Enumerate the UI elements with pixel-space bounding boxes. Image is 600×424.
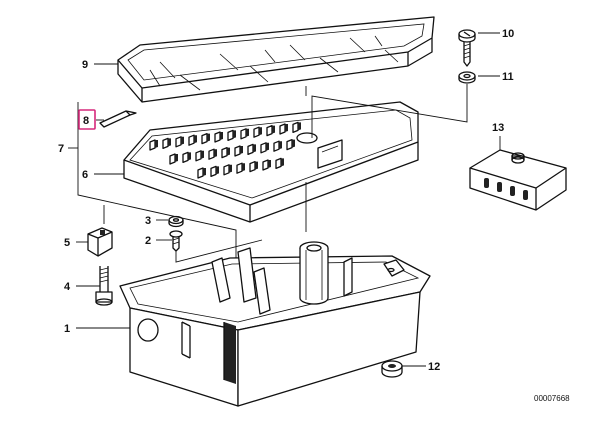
- callout-4: 4: [64, 281, 71, 293]
- fuse-contact-shadow: [253, 144, 256, 153]
- part-10-screw[interactable]: [458, 29, 476, 67]
- fuse-contact: [236, 162, 243, 174]
- fuse-contact: [188, 134, 195, 146]
- fuse-contact-shadow: [155, 140, 158, 148]
- fuse-contact: [240, 128, 247, 140]
- fuse-contact-shadow: [214, 149, 217, 158]
- fuse-contact-shadow: [203, 168, 206, 176]
- fuse-contact: [149, 139, 156, 151]
- part-12-grommet[interactable]: [381, 360, 403, 378]
- fuse-contact-shadow: [194, 135, 197, 144]
- fuse-contact-shadow: [272, 125, 275, 134]
- callout-5: 5: [64, 237, 70, 249]
- part-1-housing[interactable]: [119, 241, 431, 407]
- part-4-bolt[interactable]: [95, 266, 113, 306]
- fuse-contact: [247, 143, 254, 156]
- fuse-contact-shadow: [259, 127, 262, 136]
- callout-8: 8: [83, 115, 89, 127]
- fuse-contact-shadow: [279, 141, 282, 150]
- fuse-contact: [273, 140, 280, 152]
- fuse-contact: [221, 146, 228, 159]
- leader-lines: [68, 32, 501, 367]
- fuse-contact-shadow: [268, 160, 271, 168]
- callout-10: 10: [502, 28, 514, 40]
- callout-11: 11: [502, 71, 514, 83]
- fuse-contact-shadow: [281, 158, 284, 167]
- fuse-contact-shadow: [188, 152, 191, 161]
- fuse-contact: [234, 145, 241, 157]
- fuse-contact-shadow: [175, 154, 178, 162]
- callout-9: 9: [82, 59, 88, 71]
- callout-13: 13: [492, 122, 504, 134]
- fuse-contact: [286, 138, 293, 151]
- fuse-contact: [223, 164, 230, 176]
- part-6-fuse-carrier[interactable]: [123, 101, 419, 223]
- fuse-contact-shadow: [292, 139, 295, 148]
- fuse-contact-shadow: [181, 136, 184, 145]
- callout-8-highlight: [78, 109, 96, 130]
- fuse-contact: [249, 160, 256, 173]
- callout-6: 6: [82, 169, 88, 181]
- fuse-contact: [279, 123, 286, 135]
- fuse-contact: [266, 124, 273, 137]
- fuse-contact: [162, 137, 169, 150]
- part-11-washer[interactable]: [458, 71, 476, 84]
- fuse-contact-shadow: [220, 132, 223, 140]
- part-5-clip-bracket[interactable]: [87, 227, 113, 257]
- fuse-contact: [175, 136, 182, 148]
- drawing-number: 00007668: [534, 394, 570, 403]
- fuse-contact-shadow: [285, 124, 288, 132]
- fuse-contact: [208, 148, 215, 160]
- fuse-contact-shadow: [227, 147, 230, 156]
- part-9-transparent-cover[interactable]: [117, 16, 435, 103]
- fuse-contact-shadow: [216, 166, 219, 175]
- callout-12: 12: [428, 361, 440, 373]
- fuse-contact: [227, 129, 234, 142]
- fuse-contact-shadow: [168, 138, 171, 147]
- part-2-screw[interactable]: [169, 230, 183, 252]
- callout-1: 1: [64, 323, 70, 335]
- callout-2: 2: [145, 235, 151, 247]
- fuse-contact-shadow: [255, 161, 258, 170]
- fuse-contact: [292, 121, 299, 134]
- fuse-contact-shadow: [242, 163, 245, 172]
- fuse-contact: [275, 157, 282, 170]
- fuse-contact: [214, 131, 221, 143]
- fuse-contact-shadow: [201, 150, 204, 159]
- fuse-contact-shadow: [298, 122, 301, 131]
- fuse-contact-shadow: [233, 130, 236, 139]
- fuse-contact: [253, 126, 260, 138]
- fuse-contact: [260, 142, 267, 154]
- callout-7: 7: [58, 143, 64, 155]
- fuse-contact-shadow: [266, 142, 269, 151]
- fuse-contact: [169, 153, 176, 165]
- part-8-fuse[interactable]: [99, 110, 137, 128]
- part-13-connector-block[interactable]: [469, 149, 567, 211]
- fuse-contact: [262, 159, 269, 171]
- fuse-contact: [197, 167, 204, 179]
- fuse-contact: [195, 150, 202, 162]
- callout-3: 3: [145, 215, 151, 227]
- fuse-contact: [182, 151, 189, 164]
- fuse-contact-shadow: [240, 146, 243, 154]
- fuse-contact-shadow: [246, 128, 249, 137]
- fuse-contact-shadow: [229, 164, 232, 173]
- fuse-contact: [201, 132, 208, 145]
- fuse-contact-shadow: [207, 133, 210, 142]
- fuse-contact: [210, 165, 217, 178]
